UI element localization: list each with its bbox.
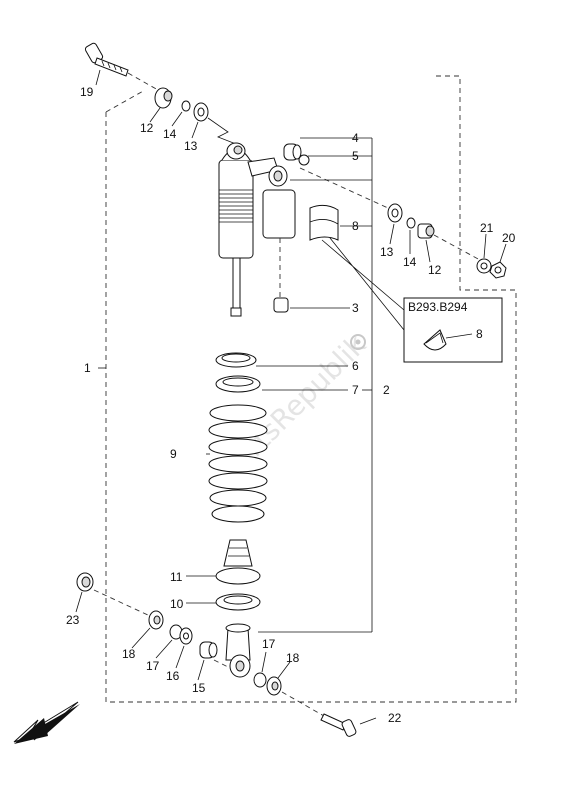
assembly-outline: [105, 75, 517, 703]
plate-10: [215, 593, 261, 611]
callout-20: 20: [502, 231, 516, 245]
callout-18-right: 18: [286, 651, 300, 665]
callout-18-left: 18: [122, 647, 136, 661]
callout-5: 5: [352, 149, 359, 163]
seal-17-right: [253, 672, 267, 688]
callout-15: 15: [192, 681, 206, 695]
callout-11: 11: [170, 570, 183, 584]
ring-5: [298, 154, 310, 166]
callout-8-inset: 8: [476, 327, 483, 341]
callout-4: 4: [352, 131, 359, 145]
callout-12-lower: 12: [428, 263, 442, 277]
reservoir-band-8: [309, 204, 339, 241]
washer-23: [76, 572, 94, 592]
callout-2: 2: [383, 383, 390, 397]
reservoir: [262, 189, 296, 298]
variant-inset-box: B293.B294: [403, 297, 503, 363]
callout-22: 22: [388, 711, 402, 725]
bolt-22: [320, 713, 357, 737]
bushing-4: [283, 143, 302, 161]
bolt-19: [84, 42, 129, 77]
bump-stop-11: [215, 539, 261, 585]
o-ring-14-upper: [181, 100, 191, 112]
callout-13-upper: 13: [184, 139, 198, 153]
callout-23: 23: [66, 613, 80, 627]
callout-3: 3: [352, 301, 359, 315]
callout-21: 21: [480, 221, 494, 235]
callout-1: 1: [84, 361, 91, 375]
front-direction-arrow-icon: [13, 701, 80, 744]
callout-14-lower: 14: [403, 255, 417, 269]
callout-17-left: 17: [146, 659, 160, 673]
callout-7: 7: [352, 383, 359, 397]
o-ring-14-lower: [406, 217, 416, 229]
parts-republik-gear-icon: [350, 334, 366, 350]
spring-seat-6: [215, 352, 257, 368]
inset-code: B293.B294: [408, 300, 468, 314]
callout-labels: 1 2 3 4 5 6 7 8 8 9 10 11 12 12 13 13 14…: [66, 85, 516, 725]
callout-10: 10: [170, 597, 184, 611]
callout-17-right: 17: [262, 637, 276, 651]
lower-spring-seat: [225, 623, 251, 678]
shock-absorber-body: [218, 142, 254, 317]
callout-16: 16: [166, 669, 180, 683]
callout-6: 6: [352, 359, 359, 373]
shock-body-ribs: [219, 189, 253, 223]
collar-18-left: [148, 610, 164, 630]
washer-21: [476, 258, 492, 274]
locknut-7: [215, 375, 261, 393]
coil-spring-9: [208, 404, 268, 523]
callout-9: 9: [170, 447, 177, 461]
callout-19: 19: [80, 85, 94, 99]
collar-12-upper: [154, 87, 173, 109]
bearing-13-upper: [193, 102, 209, 122]
adjuster-3: [273, 297, 289, 313]
callout-12-upper: 12: [140, 121, 154, 135]
nut-20: [489, 261, 507, 279]
callout-14-upper: 14: [163, 127, 177, 141]
bearing-13-lower: [387, 203, 403, 223]
collar-18-right: [266, 676, 282, 696]
bushing-16: [179, 627, 193, 645]
callout-8: 8: [352, 219, 359, 233]
reservoir-joint: [247, 157, 288, 187]
collar-12-lower: [417, 223, 435, 239]
callout-13-lower: 13: [380, 245, 394, 259]
bushing-15: [199, 641, 218, 659]
callout-brackets: [75, 69, 507, 725]
